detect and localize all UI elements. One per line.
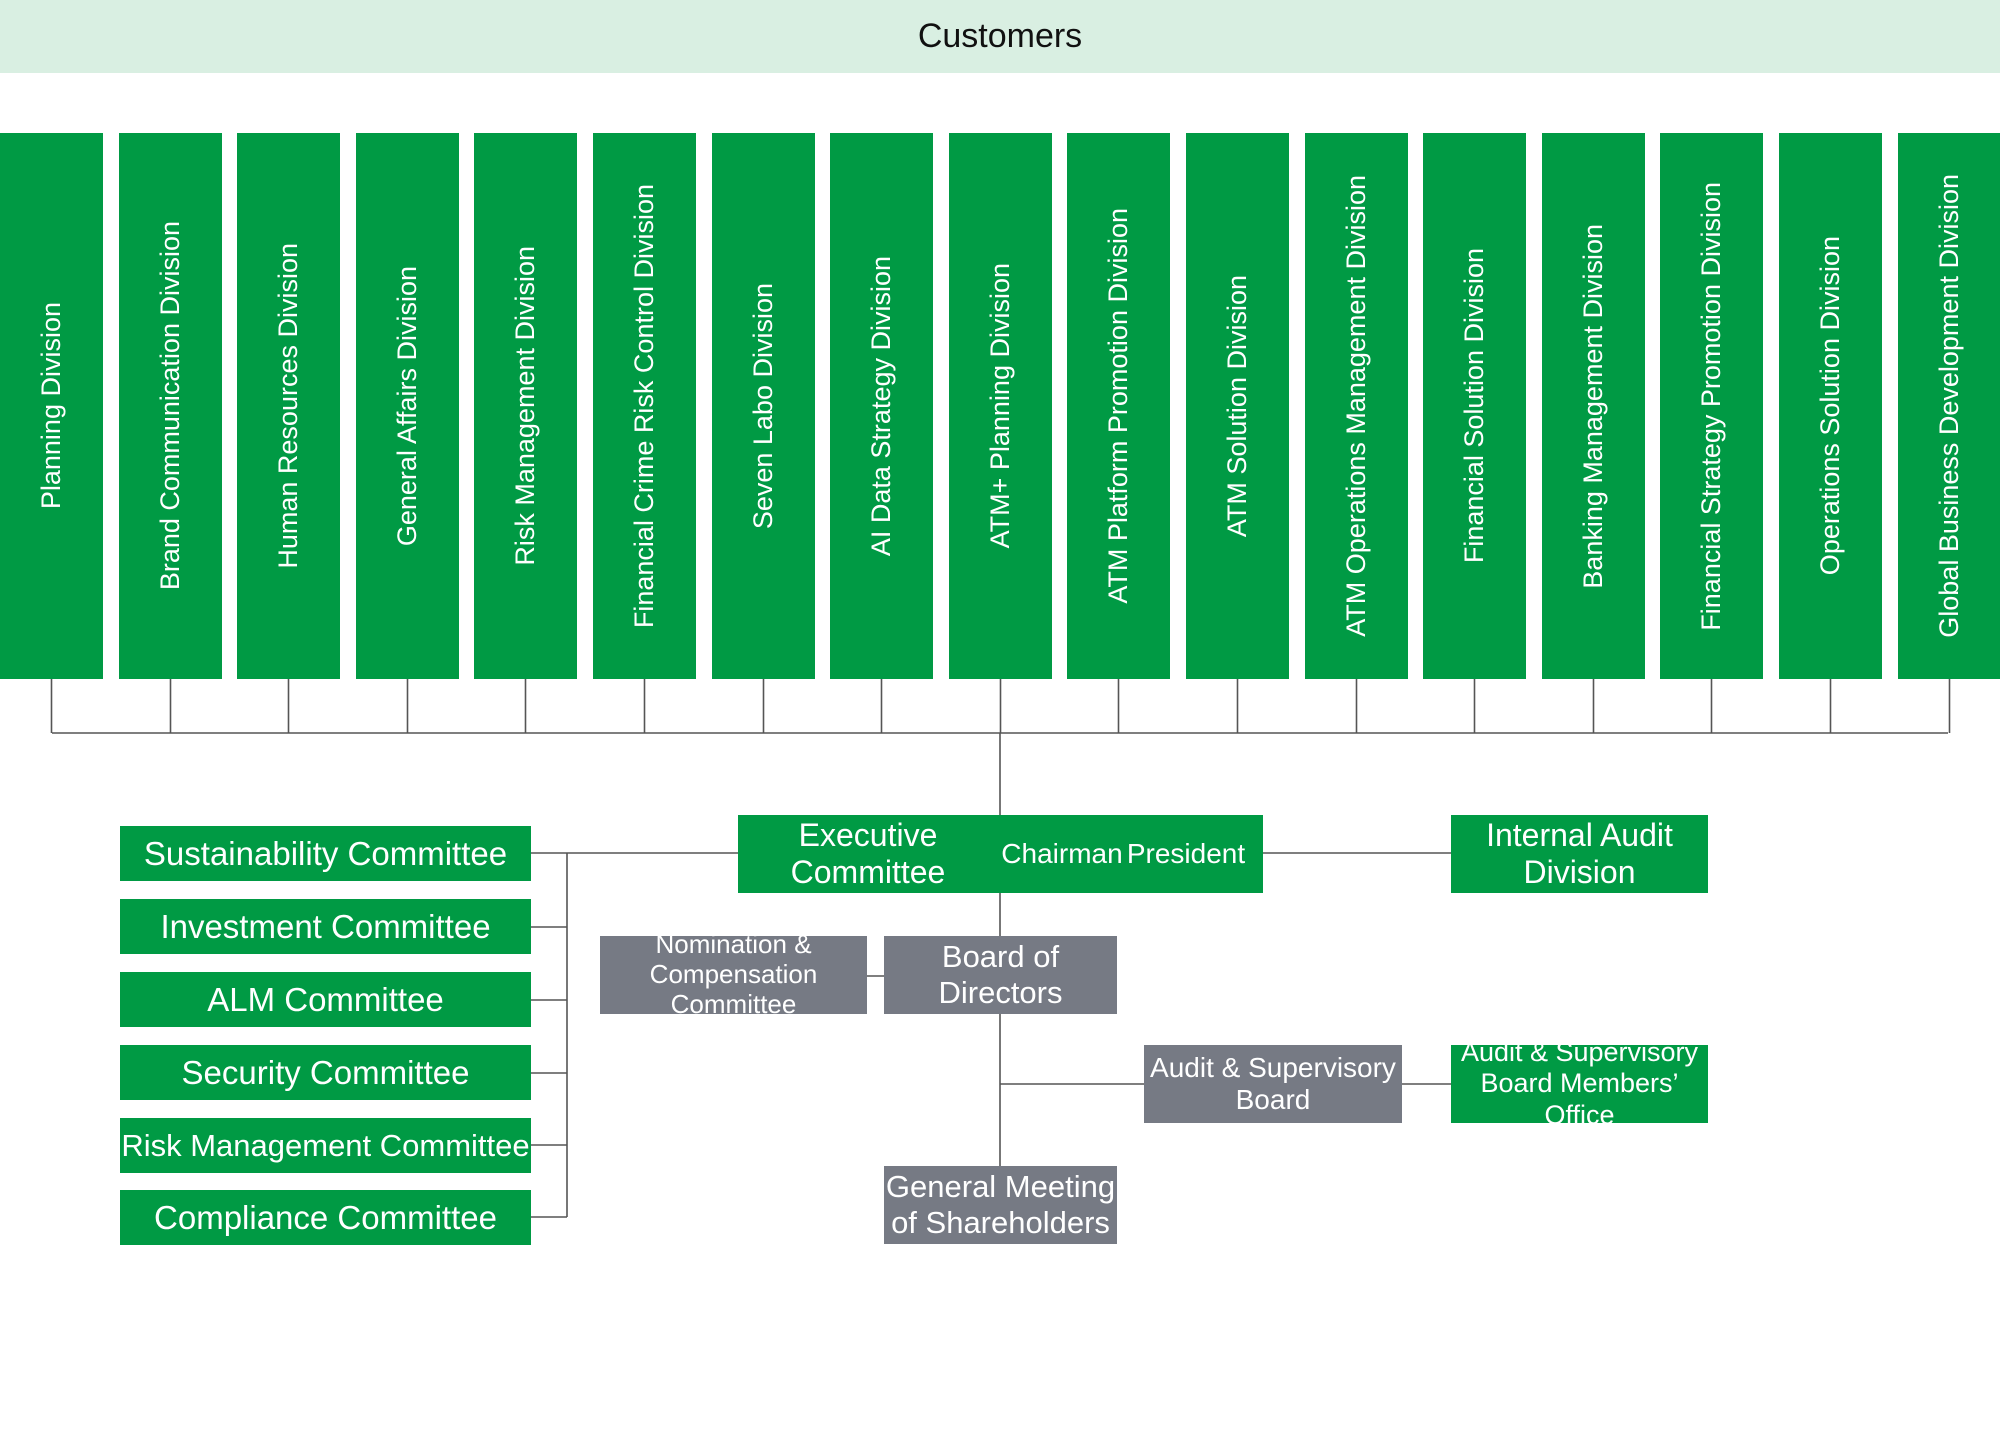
- committee-label: Investment Committee: [160, 907, 491, 945]
- nomination-label: Nomination & Compensation Committee: [649, 929, 818, 1019]
- alm-committee-box: ALM Committee: [120, 972, 531, 1027]
- division-label: AI Data Strategy Division: [866, 255, 896, 557]
- division-label: Financial Solution Division: [1459, 248, 1489, 564]
- division-box: Global Business Development Division: [1898, 133, 2000, 679]
- division-box: ATM Platform Promotion Division: [1067, 133, 1170, 679]
- division-box: ATM+ Planning Division: [949, 133, 1052, 679]
- division-label: Seven Labo Division: [748, 282, 778, 530]
- division-box: Human Resources Division: [237, 133, 340, 679]
- division-box: Seven Labo Division: [712, 133, 815, 679]
- internal-audit-label: Internal Audit Division: [1486, 817, 1673, 890]
- committee-label: Risk Management Committee: [121, 1127, 530, 1163]
- division-box: AI Data Strategy Division: [830, 133, 933, 679]
- division-label: ATM Operations Management Division: [1341, 175, 1371, 637]
- risk-management-committee-box: Risk Management Committee: [120, 1118, 531, 1173]
- board-label: Board of Directors: [938, 939, 1063, 1010]
- audit-supervisory-board-box: Audit & Supervisory Board: [1144, 1045, 1402, 1123]
- division-box: Banking Management Division: [1542, 133, 1645, 679]
- committee-label: ALM Committee: [207, 980, 444, 1018]
- compliance-committee-box: Compliance Committee: [120, 1190, 531, 1245]
- chairman-label: Chairman: [1001, 837, 1123, 869]
- division-box: Operations Solution Division: [1779, 133, 1882, 679]
- division-label: ATM Platform Promotion Division: [1103, 208, 1133, 604]
- division-box: ATM Operations Management Division: [1305, 133, 1408, 679]
- audit-office-label: Audit & Supervisory Board Members’ Offic…: [1460, 1037, 1699, 1130]
- division-label: Banking Management Division: [1578, 223, 1608, 589]
- general-meeting-label: General Meeting of Shareholders: [885, 1169, 1116, 1240]
- division-box: General Affairs Division: [356, 133, 459, 679]
- customers-banner: Customers: [0, 0, 2000, 73]
- security-committee-box: Security Committee: [120, 1045, 531, 1100]
- division-label: Human Resources Division: [273, 243, 303, 569]
- division-box: Risk Management Division: [474, 133, 577, 679]
- committee-label: Security Committee: [181, 1053, 470, 1091]
- audit-supervisory-office-box: Audit & Supervisory Board Members’ Offic…: [1451, 1037, 1708, 1130]
- general-meeting-box: General Meeting of Shareholders: [884, 1166, 1117, 1244]
- division-label: Financial Strategy Promotion Division: [1696, 181, 1726, 631]
- division-label: Planning Division: [36, 302, 66, 510]
- president-label: President: [1126, 837, 1246, 869]
- division-box: ATM Solution Division: [1186, 133, 1289, 679]
- division-label: ATM+ Planning Division: [985, 263, 1015, 549]
- audit-board-label: Audit & Supervisory Board: [1150, 1051, 1396, 1115]
- committee-label: Sustainability Committee: [143, 834, 508, 872]
- division-label: Financial Crime Risk Control Division: [629, 183, 659, 629]
- division-label: Brand Communication Division: [155, 221, 185, 591]
- division-box: Financial Crime Risk Control Division: [593, 133, 696, 679]
- division-label: Risk Management Division: [510, 246, 540, 566]
- division-box: Financial Solution Division: [1423, 133, 1526, 679]
- division-box: Financial Strategy Promotion Division: [1660, 133, 1763, 679]
- division-label: General Affairs Division: [392, 265, 422, 547]
- division-box: Planning Division: [0, 133, 103, 679]
- internal-audit-division-box: Internal Audit Division: [1451, 815, 1708, 893]
- executive-committee-label: Executive Committee: [790, 817, 946, 890]
- investment-committee-box: Investment Committee: [120, 899, 531, 954]
- division-label: Global Business Development Division: [1934, 174, 1964, 638]
- committee-label: Compliance Committee: [154, 1198, 497, 1236]
- customers-label: Customers: [917, 17, 1083, 55]
- sustainability-committee-box: Sustainability Committee: [120, 826, 531, 881]
- division-label: Operations Solution Division: [1815, 236, 1845, 576]
- board-of-directors-box: Board of Directors: [884, 936, 1117, 1014]
- executive-committee-box: Executive Committee Chairman President: [738, 815, 1263, 893]
- division-label: ATM Solution Division: [1222, 274, 1252, 538]
- division-box: Brand Communication Division: [119, 133, 222, 679]
- nomination-compensation-committee-box: Nomination & Compensation Committee: [600, 929, 867, 1019]
